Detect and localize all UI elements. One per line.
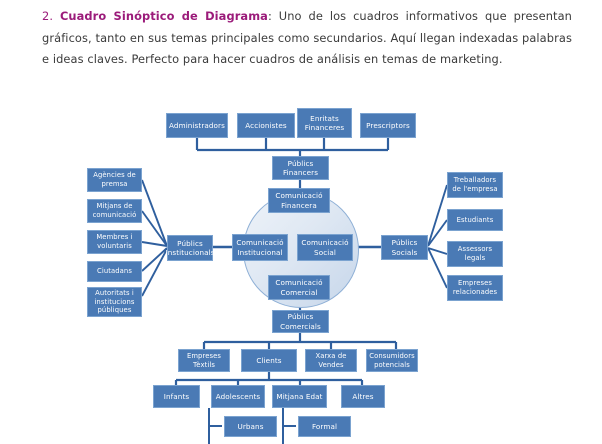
diagram-canvas: Administradors Accionistes Enritats Fina… xyxy=(0,96,602,444)
node-label: Consumidors potencials xyxy=(369,351,415,369)
node-label: Comunicació Financera xyxy=(275,191,323,210)
node-label: Comunicació Comercial xyxy=(275,278,323,297)
node-empreses-relacionades[interactable]: Empreses relacionades xyxy=(447,275,503,301)
node-publics-socials[interactable]: Públics Socials xyxy=(381,235,428,260)
paragraph-lead-term: Cuadro Sinóptico de Diagrama xyxy=(59,9,268,23)
node-label: Agències de premsa xyxy=(93,171,136,188)
node-label: Clients xyxy=(256,355,282,365)
node-agencies-de-premsa[interactable]: Agències de premsa xyxy=(87,168,142,192)
paragraph-number: 2. xyxy=(42,9,54,23)
node-mitjana-edat[interactable]: Mitjana Edat xyxy=(272,385,327,408)
node-label: Formal xyxy=(311,421,338,431)
node-comunicacio-comercial[interactable]: Comunicació Comercial xyxy=(268,275,330,300)
node-label: Públics Financers xyxy=(282,158,319,177)
node-label: Ciutadans xyxy=(96,267,132,276)
node-administradors[interactable]: Administradors xyxy=(166,113,228,138)
node-entitats-financeres[interactable]: Enritats Financeres xyxy=(297,108,352,138)
node-label: Membres i voluntaris xyxy=(96,233,133,250)
node-comunicacio-financera[interactable]: Comunicació Financera xyxy=(268,188,330,213)
node-adolescents[interactable]: Adolescents xyxy=(211,385,265,408)
node-accionistes[interactable]: Accionistes xyxy=(237,113,295,138)
description-paragraph: 2. Cuadro Sinóptico de Diagrama: Uno de … xyxy=(42,6,572,71)
node-label: Públics Comercials xyxy=(280,312,321,331)
node-assessors-legals[interactable]: Assessors legals xyxy=(447,241,503,267)
node-clients[interactable]: Clients xyxy=(241,349,297,372)
node-label: Comunicació Social xyxy=(301,238,349,257)
node-consumidors-potencials[interactable]: Consumidors potencials xyxy=(366,349,418,372)
node-label: Prescriptors xyxy=(366,120,410,130)
diagram-connectors xyxy=(141,138,448,444)
node-autoritats-i-institucions-publiques[interactable]: Autoritats i institucions públiques xyxy=(87,287,142,317)
node-label: Xarxa de Vendes xyxy=(315,351,347,369)
node-formal[interactable]: Formal xyxy=(298,416,351,437)
node-label: Empreses relacionades xyxy=(452,279,498,296)
node-publics-comercials[interactable]: Públics Comercials xyxy=(272,310,329,333)
node-label: Enritats Financeres xyxy=(304,113,345,132)
node-label: Infants xyxy=(163,391,190,401)
node-mitjans-de-comunicacio[interactable]: Mitjans de comunicació xyxy=(87,199,142,223)
node-label: Treballadors de l'empresa xyxy=(452,176,498,193)
node-label: Mitjans de comunicació xyxy=(92,202,137,219)
node-treballadors-de-lempresa[interactable]: Treballadors de l'empresa xyxy=(447,172,503,198)
node-ciutadans[interactable]: Ciutadans xyxy=(87,261,142,282)
node-estudiants[interactable]: Estudiants xyxy=(447,209,503,231)
node-prescriptors[interactable]: Prescriptors xyxy=(360,113,416,138)
node-label: Altres xyxy=(352,391,374,401)
node-comunicacio-social[interactable]: Comunicació Social xyxy=(297,234,353,261)
node-label: Adolescents xyxy=(215,391,261,401)
node-comunicacio-institucional[interactable]: Comunicació Institucional xyxy=(232,234,288,261)
node-label: Accionistes xyxy=(245,120,287,130)
node-label: Assessors legals xyxy=(457,245,493,262)
node-label: Urbans xyxy=(237,421,264,431)
node-publics-institucionals[interactable]: Públics Institucionals xyxy=(165,235,215,261)
node-label: Estudiants xyxy=(456,215,494,224)
node-label: Empreses Tèxtils xyxy=(186,351,222,369)
node-empreses-textils[interactable]: Empreses Tèxtils xyxy=(178,349,230,372)
paragraph-body: : Uno de los cuadros informativos que pr… xyxy=(42,9,572,66)
node-xarxa-de-vendes[interactable]: Xarxa de Vendes xyxy=(305,349,357,372)
node-urbans[interactable]: Urbans xyxy=(224,416,277,437)
node-label: Mitjana Edat xyxy=(276,391,323,401)
node-label: Administradors xyxy=(169,120,225,130)
node-label: Autoritats i institucions públiques xyxy=(94,289,135,315)
node-label: Públics Institucionals xyxy=(165,238,215,257)
node-publics-financers[interactable]: Públics Financers xyxy=(272,156,329,180)
node-altres[interactable]: Altres xyxy=(341,385,385,408)
node-infants[interactable]: Infants xyxy=(153,385,200,408)
node-membres-i-voluntaris[interactable]: Membres i voluntaris xyxy=(87,230,142,254)
node-label: Públics Socials xyxy=(391,238,418,257)
node-label: Comunicació Institucional xyxy=(236,238,284,257)
